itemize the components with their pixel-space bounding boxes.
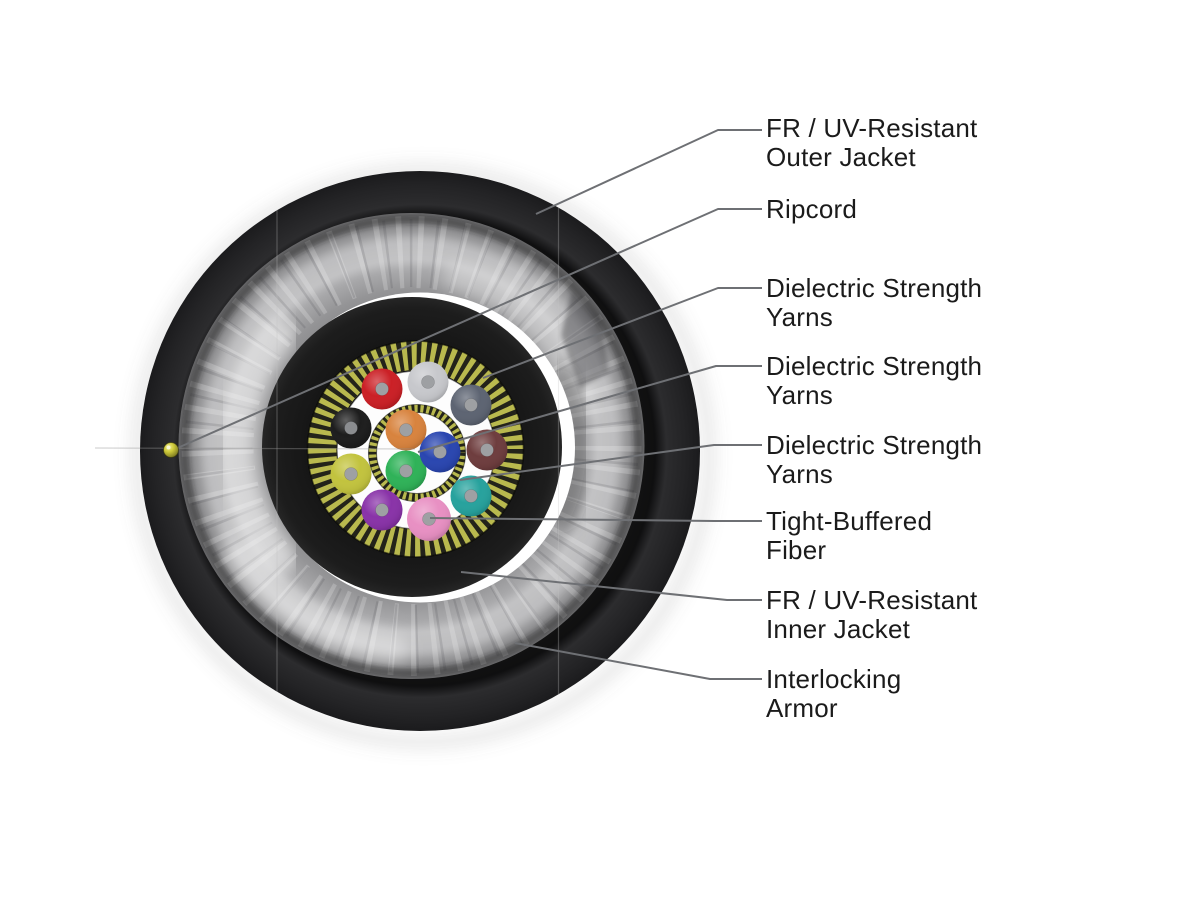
fiber-core-dot	[375, 503, 389, 517]
fiber-white	[407, 361, 449, 403]
label-dielectric-yarns-1: Dielectric Strength Yarns	[766, 274, 982, 332]
label-line: Interlocking	[766, 664, 902, 694]
fiber-violet	[361, 489, 403, 531]
label-line: Tight-Buffered	[766, 506, 933, 536]
leader-outer-jacket	[535, 129, 762, 215]
leader-dielectric-1	[482, 287, 762, 379]
fiber-core-dot	[464, 489, 478, 503]
label-line: Dielectric Strength	[766, 273, 983, 303]
label-line: FR / UV-Resistant	[766, 585, 978, 615]
leader-tight-buffered-fiber	[429, 517, 762, 522]
fiber-brown	[466, 429, 508, 471]
fiber-aqua	[450, 475, 492, 517]
leader-interlocking-armor	[514, 642, 762, 680]
label-outer-jacket: FR / UV-Resistant Outer Jacket	[766, 114, 977, 172]
label-interlocking-armor: Interlocking Armor	[766, 665, 901, 723]
cable-shadow	[130, 163, 716, 749]
leader-dielectric-2	[417, 365, 762, 453]
fiber-core-dot	[464, 398, 478, 412]
fiber-yellow	[330, 453, 372, 495]
fiber-green	[385, 450, 427, 492]
leader-dielectric-3	[459, 444, 762, 481]
label-inner-jacket: FR / UV-Resistant Inner Jacket	[766, 586, 977, 644]
label-line: Yarns	[766, 459, 833, 489]
label-dielectric-yarns-3: Dielectric Strength Yarns	[766, 431, 982, 489]
label-line: Dielectric Strength	[766, 430, 983, 460]
tight-buffered-fibers	[330, 361, 508, 541]
label-line: Ripcord	[766, 194, 857, 224]
label-line: Fiber	[766, 535, 827, 565]
label-line: Yarns	[766, 302, 833, 332]
ripcord-dot	[163, 442, 179, 458]
fiber-orange	[385, 409, 427, 451]
leader-lines	[172, 129, 762, 680]
label-line: FR / UV-Resistant	[766, 113, 978, 143]
leader-ripcord	[172, 208, 762, 451]
fiber-core-dot	[344, 421, 358, 435]
fiber-rose	[407, 497, 451, 541]
leader-inner-jacket	[460, 571, 762, 601]
label-line: Outer Jacket	[766, 142, 916, 172]
label-line: Dielectric Strength	[766, 351, 983, 381]
label-line: Armor	[766, 693, 838, 723]
label-dielectric-yarns-2: Dielectric Strength Yarns	[766, 352, 982, 410]
fiber-core-dot	[399, 423, 413, 437]
fiber-blue	[419, 431, 461, 473]
label-line: Inner Jacket	[766, 614, 911, 644]
dielectric-yarn-band-outer	[306, 340, 525, 558]
fiber-core-dot	[344, 467, 358, 481]
seam-lines	[94, 208, 560, 694]
fiber-core-dot	[480, 443, 494, 457]
fiber-red	[361, 368, 403, 410]
fiber-slate	[450, 384, 492, 426]
fiber-core-dot	[399, 464, 413, 478]
label-line: Yarns	[766, 380, 833, 410]
fiber-core-dot	[421, 375, 435, 389]
label-ripcord: Ripcord	[766, 195, 857, 224]
fiber-black	[330, 407, 372, 449]
label-tight-buffered-fiber: Tight-Buffered Fiber	[766, 507, 932, 565]
fiber-core-dot	[375, 382, 389, 396]
